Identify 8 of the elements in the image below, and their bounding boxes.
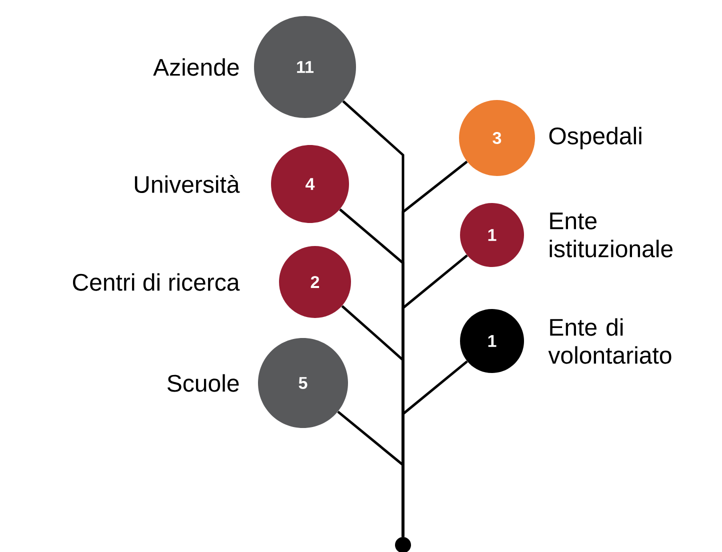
category-label: Ospedali [549, 126, 642, 150]
category-label: Università [134, 175, 240, 193]
branch-line [337, 410, 404, 537]
category-label: Ente istituzionale [550, 212, 673, 258]
category-label: Scuole [168, 374, 239, 392]
category-label: Centri di ricerca [72, 273, 240, 291]
category-label: Ente di volontariato [548, 318, 672, 364]
category-label: Aziende [153, 58, 239, 76]
